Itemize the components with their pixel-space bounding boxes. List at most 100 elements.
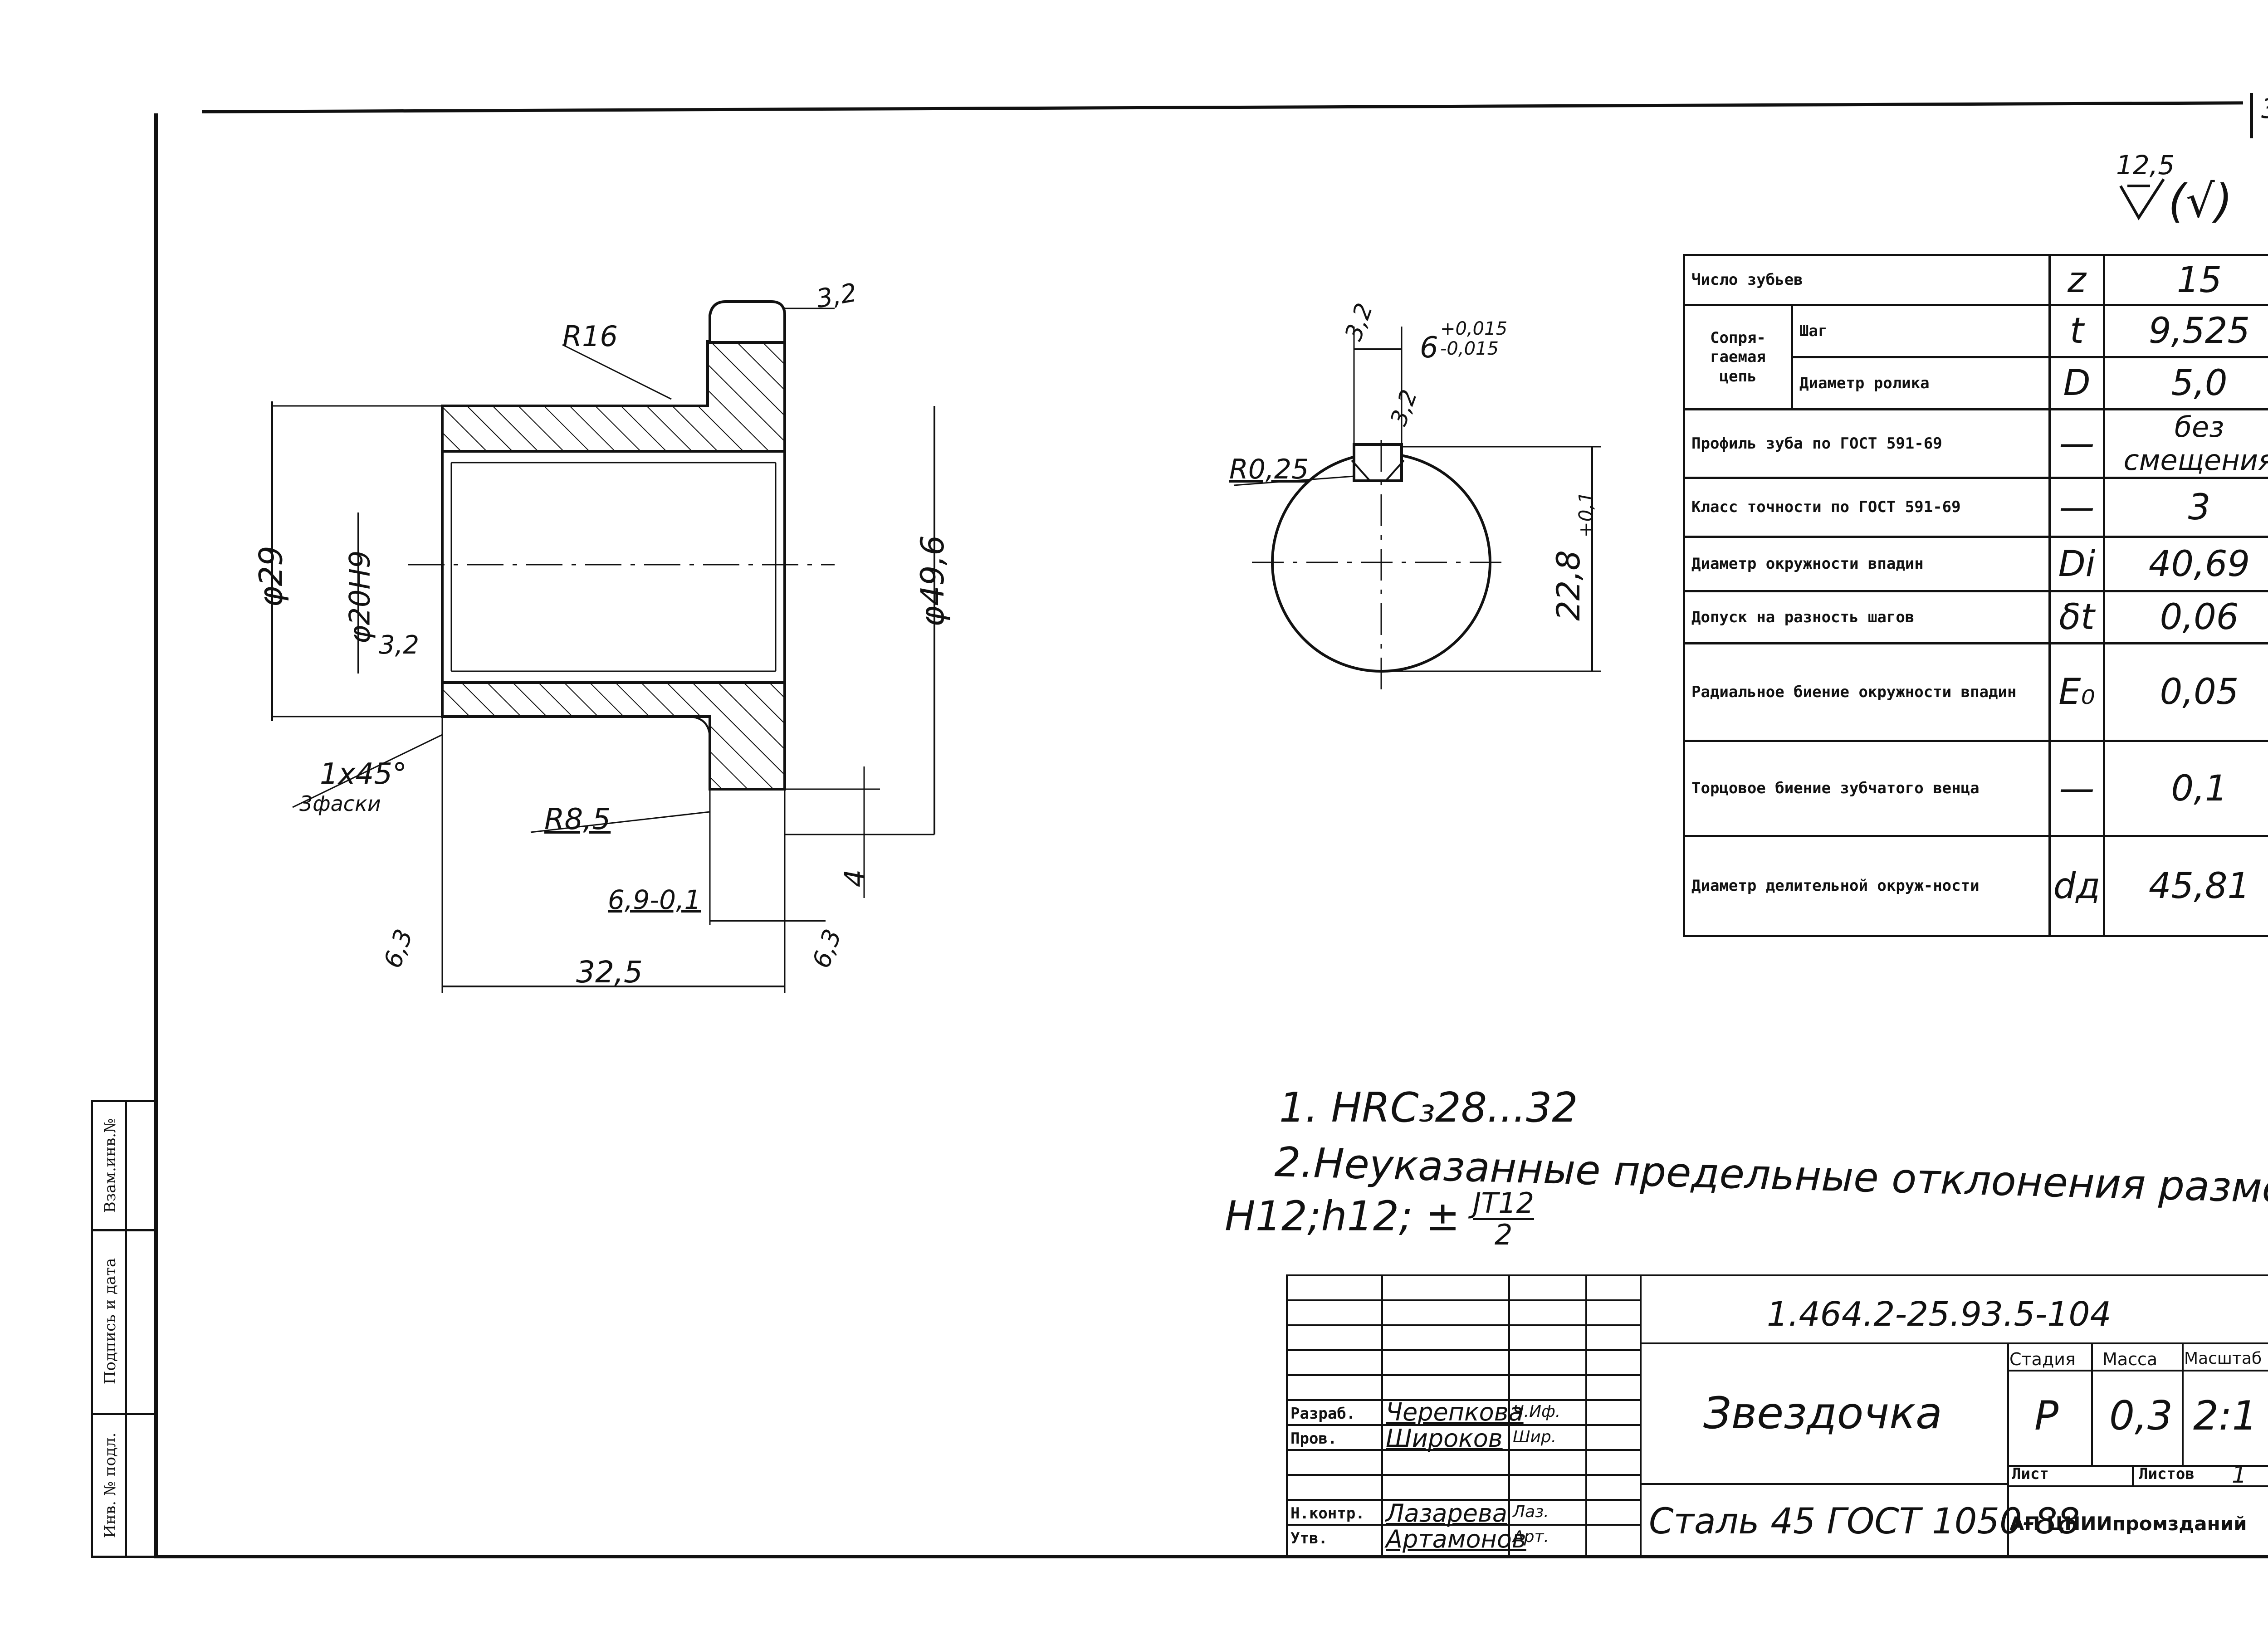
param-group-label: Сопря- гаемая цепь [1683, 304, 1793, 410]
side-cell-original: Инв. № подл. [93, 1413, 154, 1558]
sign-approved: Арт. [1513, 1528, 1549, 1546]
scale-label: Масштаб [2184, 1349, 2262, 1368]
role-norm-control: Н.контр. [1290, 1504, 1365, 1523]
param-label: Торцовое биение зубчатого венца [1683, 740, 2051, 837]
param-label: Диаметр делительной окруж-ности [1683, 835, 2051, 937]
shaft-tol-upper: +0,015 [1440, 318, 1508, 339]
dim-4: 4 [838, 869, 872, 888]
role-checked: Пров. [1290, 1430, 1337, 1448]
param-symbol: z [2048, 254, 2105, 306]
param-label: Профиль зуба по ГОСТ 591-69 [1683, 408, 2051, 479]
param-symbol: t [2048, 304, 2105, 358]
param-symbol: E₀ [2048, 642, 2105, 742]
table-row: Число зубьев z 15 [1683, 254, 2268, 306]
dim-dia29: φ29 [252, 546, 290, 607]
param-label: Диаметр ролика [1791, 356, 2051, 410]
sheet-label: Лист [2012, 1465, 2049, 1483]
sprocket-parameter-table: Число зубьев z 15 Сопря- гаемая цепь Шаг… [1683, 254, 2268, 937]
param-value: 0,05 [2103, 642, 2268, 742]
table-row: Допуск на разность шагов δt 0,06 [1683, 590, 2268, 644]
note-fraction-top: JT12 [1473, 1186, 1535, 1220]
sprocket-section-drawing [271, 300, 935, 993]
param-value: 5,0 [2103, 356, 2268, 410]
note-tolerances-line2: H12;h12; ± JT12 2 [1225, 1186, 1535, 1252]
table-row: Диаметр ролика D 5,0 [1684, 356, 2268, 410]
dim-r16: R16 [562, 320, 618, 353]
param-label: Число зубьев [1683, 254, 2051, 306]
param-symbol: — [2048, 477, 2105, 538]
note-fraction: JT12 2 [1473, 1186, 1535, 1252]
shaft-width: 6 [1420, 331, 1438, 365]
role-approved: Утв. [1290, 1529, 1328, 1547]
side-label-replacement: Взам.инв.№ [101, 1118, 119, 1213]
sprocket-section-view: R16 3,2 φ29 φ20H9 3,2 φ49,6 1x45° 3фаски… [252, 245, 951, 1016]
sheet-number-tick [2250, 93, 2253, 138]
name-approved: Артамонов [1386, 1525, 1526, 1553]
dim-len325: 32,5 [576, 955, 643, 990]
param-label: Шаг [1791, 304, 2051, 358]
sign-norm-control: Лаз. [1513, 1503, 1549, 1521]
side-cell-replacement: Взам.инв.№ [93, 1102, 154, 1231]
note-hardness: 1. HRC₃28...32 [1279, 1084, 1578, 1132]
shaft-height: 22,8 [1549, 550, 1587, 621]
side-stamp: Взам.инв.№ Подпись и дата Инв. № подл. [91, 1100, 154, 1558]
shaft-height-tol: +0,1 [1574, 491, 1597, 538]
param-value: 0,1 [2103, 740, 2268, 837]
param-symbol: D [2048, 356, 2105, 410]
dim-dia20: φ20H9 [343, 550, 376, 644]
side-label-original: Инв. № подл. [101, 1432, 119, 1538]
dim-chamfer: 1x45° [320, 757, 407, 791]
stage-label: Стадия [2009, 1349, 2076, 1369]
sheet-number: 30 [2261, 93, 2268, 125]
param-label: Радиальное биение окружности впадин [1683, 642, 2051, 742]
param-value: 45,81 [2103, 835, 2268, 937]
table-row: Диаметр окружности впадин Di 40,69 [1683, 536, 2268, 592]
table-row: Класс точности по ГОСТ 591-69 — 3 [1683, 477, 2268, 538]
param-symbol: dд [2048, 835, 2105, 937]
param-symbol: — [2048, 740, 2105, 837]
shaft-drawing [1233, 327, 1601, 694]
mass-value: 0,3 [2109, 1392, 2173, 1439]
title-block: 1.464.2-25.93.5-104 Звездочка Сталь 45 Г… [1286, 1274, 2268, 1556]
shaft-keyway-view: 3,2 6 +0,015 -0,015 3,2 R0,25 22,8 +0,1 [1216, 290, 1624, 708]
role-developed: Разраб. [1290, 1405, 1356, 1423]
roughness-check-icon [2119, 178, 2165, 220]
frame-bottom-border [154, 1555, 2268, 1558]
dim-chamfer-note: 3фаски [299, 791, 381, 816]
dim-dia49: φ49,6 [914, 535, 952, 627]
dim-rough-bore: 3,2 [379, 630, 420, 660]
sign-developed: Ч.Иф. [1513, 1402, 1561, 1421]
param-value: 0,06 [2103, 590, 2268, 644]
table-row: Диаметр делительной окруж-ности dд 45,81 [1683, 835, 2268, 937]
name-checked: Широков [1386, 1424, 1503, 1453]
name-developed: Черепкова [1386, 1398, 1524, 1426]
mass-label: Масса [2102, 1349, 2158, 1369]
sheets-value: 1 [2232, 1461, 2247, 1489]
organization: АП ЦНИИпромзданий [2009, 1513, 2247, 1535]
param-value: 40,69 [2103, 536, 2268, 592]
param-value: 9,525 [2103, 304, 2268, 358]
shaft-r025: R0,25 [1229, 454, 1309, 485]
scale-value: 2:1 [2193, 1392, 2258, 1439]
param-label: Допуск на разность шагов [1683, 590, 2051, 644]
param-label: Диаметр окружности впадин [1683, 536, 2051, 592]
side-cell-signature: Подпись и дата [93, 1229, 154, 1415]
param-label: Класс точности по ГОСТ 591-69 [1683, 477, 2051, 538]
stage-value: Р [2034, 1392, 2059, 1439]
shaft-tol-lower: -0,015 [1440, 338, 1499, 359]
note-tolerance-classes: H12;h12; ± [1225, 1192, 1460, 1240]
table-row: Сопря- гаемая цепь Шаг t 9,525 [1683, 304, 2268, 410]
general-roughness-bracket: (√) [2168, 175, 2233, 228]
param-value: без смещения [2103, 408, 2268, 479]
param-value: 3 [2103, 477, 2268, 538]
side-label-signature: Подпись и дата [101, 1258, 119, 1384]
param-symbol: — [2048, 408, 2105, 479]
sheets-label: Листов [2139, 1465, 2195, 1483]
param-value: 15 [2103, 254, 2268, 306]
note-fraction-bottom: 2 [1494, 1218, 1513, 1252]
table-row: Профиль зуба по ГОСТ 591-69 — без смещен… [1683, 408, 2268, 479]
table-row: Торцовое биение зубчатого венца — 0,1 [1683, 740, 2268, 837]
part-name: Звездочка [1703, 1388, 1942, 1439]
frame-left-border [154, 113, 158, 1558]
dim-len69: 6,9-0,1 [608, 884, 701, 915]
